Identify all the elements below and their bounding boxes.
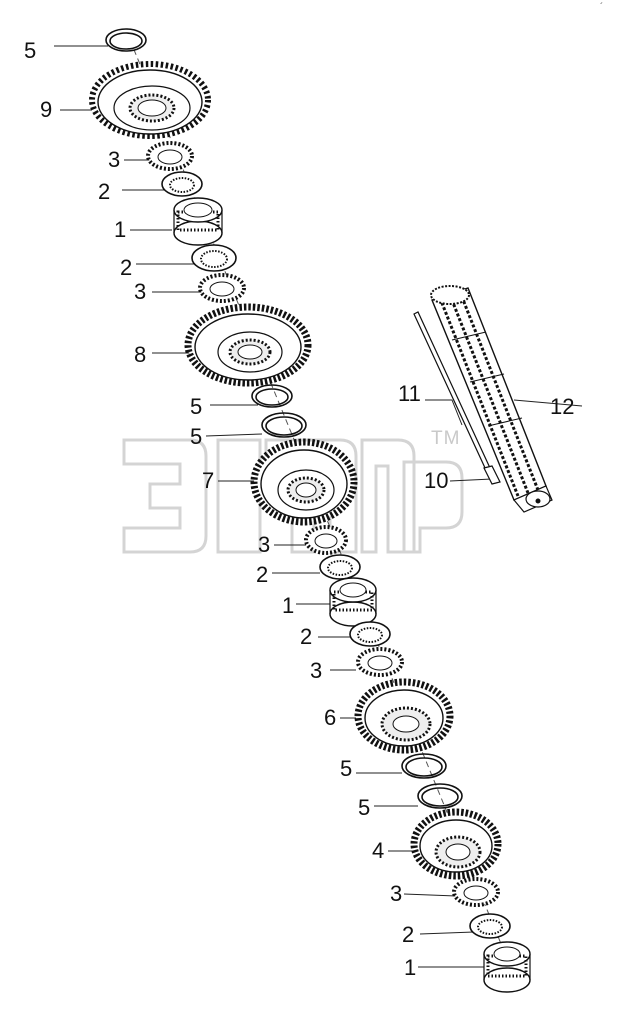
callout-label: 5 [190,394,203,419]
needle-bearing-1-b [329,577,377,627]
callout-label: 5 [340,756,353,781]
splined-washer-3-c [304,525,348,555]
callout-label: 5 [190,424,203,449]
callout-label: 3 [258,532,271,557]
callout-label: 2 [402,922,415,947]
callout-label: 8 [134,342,147,367]
gear-7 [250,438,358,526]
callout-label: 5 [358,795,371,820]
thrust-washer-2-a [161,171,203,197]
snap-ring-5-b [251,384,293,408]
thrust-washer-2-d [349,621,391,647]
pin-10 [483,465,501,485]
snap-ring-5-c [261,412,307,438]
splined-washer-3-a [146,141,194,171]
callout-label: 6 [324,705,337,730]
callout-label: 7 [202,468,215,493]
callout-label: 3 [390,881,403,906]
leader-lines [54,45,583,968]
splined-washer-3-d [356,647,404,677]
snap-ring-5-e [417,783,463,809]
callout-label: 1 [114,217,127,242]
splined-washer-3-e [452,877,500,907]
callout-label: 2 [256,562,269,587]
callout-label: 2 [300,624,313,649]
callout-label: 3 [108,147,121,172]
corner-mark: ´ [600,2,604,13]
gear-6 [354,678,454,754]
needle-bearing-1-a [173,197,223,246]
thrust-washer-2-c [319,554,361,580]
callout-label: 5 [24,38,37,63]
gear-8 [184,303,312,387]
callout-label: 12 [550,394,575,419]
callout-label: 2 [98,179,111,204]
callout-label: 1 [404,955,417,980]
snap-ring-5 [105,28,147,52]
needle-bearing-1-c [483,941,531,993]
splined-shaft-12 [430,285,553,513]
callout-label: 3 [310,658,323,683]
thrust-washer-2-b [191,244,237,272]
snap-ring-5-d [401,753,447,779]
callout-label: 10 [424,468,449,493]
watermark-logo [122,438,464,554]
gear-4 [410,808,502,880]
callout-label: 4 [372,838,385,863]
trademark-mark: TM [431,428,461,449]
callout-label: 3 [134,279,147,304]
thrust-washer-2-e [469,913,511,939]
callout-label: 1 [282,593,295,618]
callout-label: 2 [120,255,133,280]
callout-label: 11 [398,381,421,406]
gear-9 [89,61,211,139]
callout-label: 9 [40,97,53,122]
splined-washer-3-b [198,273,246,303]
